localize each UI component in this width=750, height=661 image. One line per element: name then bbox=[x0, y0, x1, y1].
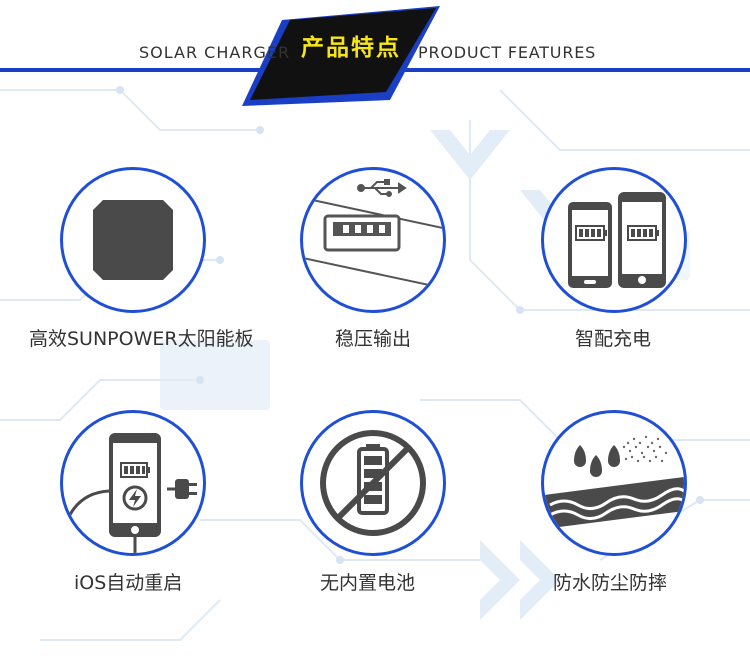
feature-circle-no-battery bbox=[300, 410, 446, 556]
feature-label-ios: iOS自动重启 bbox=[74, 572, 183, 594]
usb-port-icon bbox=[303, 179, 443, 289]
phone-charging-icon bbox=[63, 433, 197, 553]
no-battery-icon bbox=[320, 430, 426, 536]
feature-circle-ios bbox=[60, 410, 206, 556]
feature-label-waterproof: 防水防尘防摔 bbox=[553, 572, 668, 594]
header-title: 产品特点 bbox=[301, 35, 401, 61]
header-right-text: PRODUCT FEATURES bbox=[418, 43, 597, 62]
feature-label-usb: 稳压输出 bbox=[335, 328, 412, 350]
feature-label-solar: 高效SUNPOWER太阳能板 bbox=[29, 328, 254, 350]
header-left-text: SOLAR CHARGER bbox=[139, 43, 291, 62]
feature-circle-waterproof bbox=[541, 410, 687, 556]
feature-circle-solar bbox=[60, 167, 206, 313]
solar-panel-icon bbox=[93, 200, 173, 280]
phones-icon bbox=[568, 192, 666, 288]
header-title-badge bbox=[242, 6, 440, 106]
feature-label-phones: 智配充电 bbox=[575, 328, 652, 350]
feature-label-no-battery: 无内置电池 bbox=[320, 572, 416, 594]
feature-circle-phones bbox=[541, 167, 687, 313]
feature-circle-usb bbox=[300, 167, 446, 313]
waterproof-dustproof-icon bbox=[544, 435, 684, 529]
section-header: SOLAR CHARGER 产品特点 PRODUCT FEATURES bbox=[0, 0, 750, 110]
